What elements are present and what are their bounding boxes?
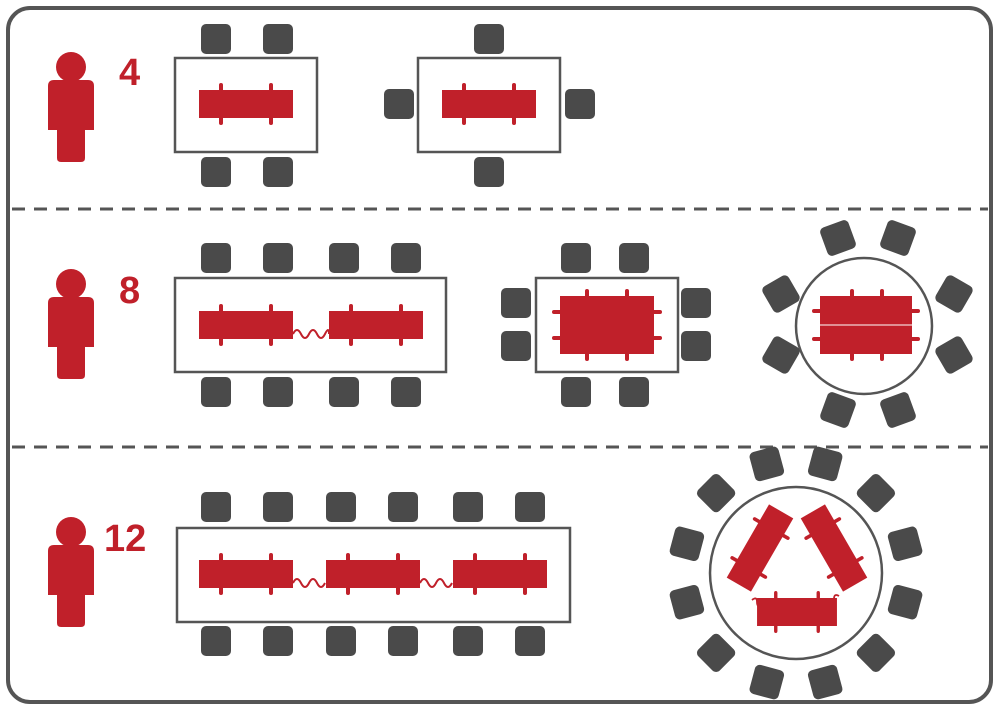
chair-icon [326,626,356,656]
chair-icon [391,243,421,273]
chair-icon [201,243,231,273]
chair-icon [515,626,545,656]
table-module [552,289,662,361]
cable-connector [419,578,453,588]
round-table-12-seats-triangle [668,445,924,701]
cable-connector [292,578,326,588]
chair-icon [263,24,293,54]
chair-icon [391,377,421,407]
chair-icon [263,157,293,187]
chair-icon [201,626,231,656]
chair-icon [263,243,293,273]
chair-icon [501,331,531,361]
chair-icon [501,288,531,318]
chair-icon [329,377,359,407]
rectangular-table-4-seats-all-sides [384,24,595,187]
chair-icon [619,377,649,407]
chair-icon [263,377,293,407]
row-4-people: 4 [48,24,595,187]
row-8-people: 8 [48,218,975,430]
chair-icon [201,24,231,54]
rectangular-table-4-seats-long-sides [173,24,319,187]
chair-icon [263,492,293,522]
rectangular-table-8-seats-compact [501,243,711,407]
chair-icon [263,626,293,656]
cable-connector [292,329,330,339]
chair-icon [474,24,504,54]
chair-icon [453,626,483,656]
chair-icon [681,331,711,361]
row-12-people: 12 [48,445,924,701]
chair-icon [384,89,414,119]
chair-icon [453,492,483,522]
chair-icon [388,626,418,656]
seat-count-label: 8 [119,270,140,312]
chair-icon [326,492,356,522]
chair-icon [681,288,711,318]
rectangular-table-12-seats [175,492,572,656]
seat-count-label: 12 [104,518,146,560]
table-outline [173,56,319,154]
chair-icon [474,157,504,187]
seat-count-label: 4 [119,52,140,94]
chair-icon [561,377,591,407]
cable-connector [751,597,763,608]
chair-icon [619,243,649,273]
chair-icon [201,157,231,187]
round-table-8-seats [760,218,975,430]
chair-icon [201,377,231,407]
chair-icon [565,89,595,119]
chair-icon [388,492,418,522]
chair-icon [201,492,231,522]
cable-connector [829,594,840,606]
chair-icon [561,243,591,273]
rectangular-table-8-seats [173,243,448,407]
chair-icon [329,243,359,273]
chair-icon [515,492,545,522]
